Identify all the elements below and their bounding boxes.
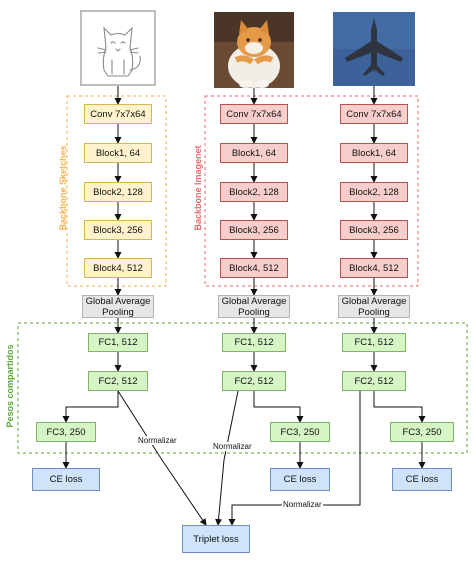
cat-fc1-node: FC1, 512 — [222, 333, 286, 352]
plane-fc2-node: FC2, 512 — [342, 371, 406, 391]
sketch-backbone-label: Backbone Sketches — [58, 145, 68, 231]
cat-photo-icon — [214, 12, 294, 88]
cat-fc2-node: FC2, 512 — [222, 371, 286, 391]
normalize-label-cat: Normalizar — [212, 442, 253, 451]
cat-ce-loss-node: CE loss — [270, 468, 330, 491]
plane-fc3-node: FC3, 250 — [390, 422, 454, 442]
cat-block4-node: Block4, 512 — [220, 258, 288, 278]
plane-conv-node: Conv 7x7x64 — [340, 104, 408, 124]
cat-pooling-node: Global Average Pooling — [218, 295, 290, 318]
normalize-label-sketch: Normalizar — [137, 436, 178, 445]
cat-conv-node: Conv 7x7x64 — [220, 104, 288, 124]
cat-fc3-node: FC3, 250 — [270, 422, 330, 442]
plane-fc1-node: FC1, 512 — [342, 333, 406, 352]
sketch-fc3-node: FC3, 250 — [36, 422, 96, 442]
sketch-block2-node: Block2, 128 — [84, 182, 152, 202]
imagenet-backbone-frame — [204, 95, 419, 287]
plane-ce-loss-node: CE loss — [392, 468, 452, 491]
normalize-label-plane: Normalizar — [282, 500, 323, 509]
plane-block1-node: Block1, 64 — [340, 143, 408, 163]
shared-weights-label: Pesos compartidos — [5, 344, 15, 428]
sketch-fc2-node: FC2, 512 — [88, 371, 148, 391]
cat-block1-node: Block1, 64 — [220, 143, 288, 163]
plane-block3-node: Block3, 256 — [340, 220, 408, 240]
cat-block2-node: Block2, 128 — [220, 182, 288, 202]
plane-pooling-node: Global Average Pooling — [338, 295, 410, 318]
airplane-photo-icon — [333, 12, 415, 86]
sketch-block4-node: Block4, 512 — [84, 258, 152, 278]
imagenet-backbone-label: Backbone Imagenet — [193, 145, 203, 231]
cat-block3-node: Block3, 256 — [220, 220, 288, 240]
shared-weights-frame — [17, 322, 468, 454]
cat-sketch-icon — [80, 10, 156, 86]
triplet-loss-node: Triplet loss — [182, 525, 250, 553]
sketch-conv-node: Conv 7x7x64 — [84, 104, 152, 124]
sketch-block1-node: Block1, 64 — [84, 143, 152, 163]
sketch-pooling-node: Global Average Pooling — [82, 295, 154, 318]
sketch-backbone-frame — [66, 95, 167, 287]
sketch-block3-node: Block3, 256 — [84, 220, 152, 240]
sketch-ce-loss-node: CE loss — [32, 468, 100, 491]
plane-block2-node: Block2, 128 — [340, 182, 408, 202]
plane-block4-node: Block4, 512 — [340, 258, 408, 278]
sketch-fc1-node: FC1, 512 — [88, 333, 148, 352]
